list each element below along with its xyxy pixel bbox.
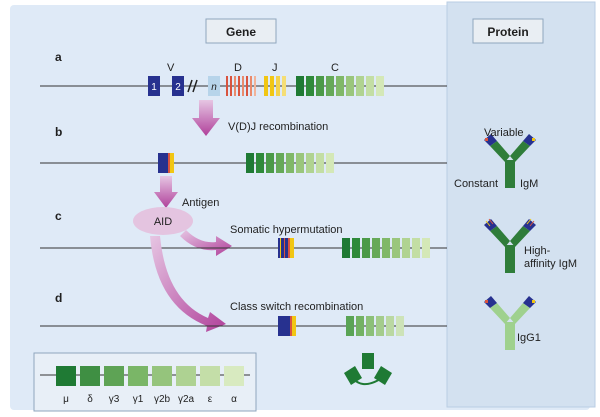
csr-arrow	[150, 236, 226, 332]
shm-arrow	[180, 230, 232, 256]
svg-text:1: 1	[151, 82, 157, 93]
legend-label-gamma1: γ1	[133, 394, 144, 405]
step-label-d: d	[55, 291, 62, 305]
d-label: D	[234, 62, 242, 74]
svg-text:n: n	[211, 82, 217, 93]
vdj-exon-d	[278, 316, 296, 336]
constant-label: Constant	[454, 178, 498, 190]
legend-label-epsilon: ε	[208, 394, 213, 405]
legend-label-alpha: α	[231, 394, 237, 405]
high-affinity-label-line2: affinity IgM	[524, 258, 577, 270]
high-affinity-label-line1: High-	[524, 245, 551, 257]
variable-label: Variable	[484, 127, 524, 139]
vdj-exon-b	[158, 153, 174, 173]
c-segments-c	[342, 238, 430, 258]
igm-antibody-icon	[484, 134, 536, 188]
recycle-glyph-icon	[344, 353, 392, 385]
legend-label-gamma2a: γ2a	[178, 394, 195, 405]
isotype-legend	[33, 352, 257, 412]
legend-swatch-alpha	[224, 366, 244, 386]
shm-label: Somatic hypermutation	[230, 224, 343, 236]
legend-label-gamma3: γ3	[109, 394, 120, 405]
j-label: J	[272, 62, 278, 74]
c-segments-germline	[296, 76, 384, 96]
legend-swatch-gamma1	[128, 366, 148, 386]
svg-text:2: 2	[175, 82, 181, 93]
legend-swatch-epsilon	[200, 366, 220, 386]
vdj-label: V(D)J recombination	[228, 121, 328, 133]
igg1-antibody-icon	[484, 296, 536, 350]
c-label: C	[331, 62, 339, 74]
gene-panel	[10, 5, 590, 410]
step-label-b: b	[55, 125, 62, 139]
legend-swatch-gamma3	[104, 366, 124, 386]
legend-swatch-gamma2b	[152, 366, 172, 386]
protein-header: Protein	[487, 25, 528, 39]
step-label-c: c	[55, 209, 62, 223]
gene-header-box	[205, 18, 277, 44]
j-segments	[264, 76, 286, 96]
vdj-arrow	[192, 100, 220, 136]
gene-header: Gene	[226, 25, 256, 39]
igm-label: IgM	[520, 178, 538, 190]
c-segments-d	[346, 316, 404, 336]
aid-label: AID	[154, 216, 172, 228]
igg1-label: IgG1	[517, 332, 541, 344]
aid-enzyme	[133, 207, 193, 235]
break-mark	[187, 79, 198, 93]
protein-panel	[446, 1, 596, 408]
legend-swatch-delta	[80, 366, 100, 386]
protein-header-box	[472, 18, 544, 44]
vdj-exon-c	[278, 238, 294, 258]
v-segment-n: n	[208, 76, 220, 96]
legend-label-delta: δ	[87, 394, 93, 405]
legend-swatch-gamma2a	[176, 366, 196, 386]
v-segment-2: 2	[172, 76, 184, 96]
csr-label: Class switch recombination	[230, 301, 363, 313]
legend-label-mu: μ	[63, 394, 69, 405]
antigen-label: Antigen	[182, 197, 219, 209]
d-segments	[226, 76, 256, 96]
v-segment-1: 1	[148, 76, 160, 96]
step-label-a: a	[55, 50, 62, 64]
legend-swatch-mu	[56, 366, 76, 386]
legend-label-gamma2b: γ2b	[154, 394, 171, 405]
c-segments-b	[246, 153, 334, 173]
high-affinity-igm-icon	[484, 218, 536, 273]
v-label: V	[167, 62, 175, 74]
antigen-arrow	[154, 176, 178, 208]
